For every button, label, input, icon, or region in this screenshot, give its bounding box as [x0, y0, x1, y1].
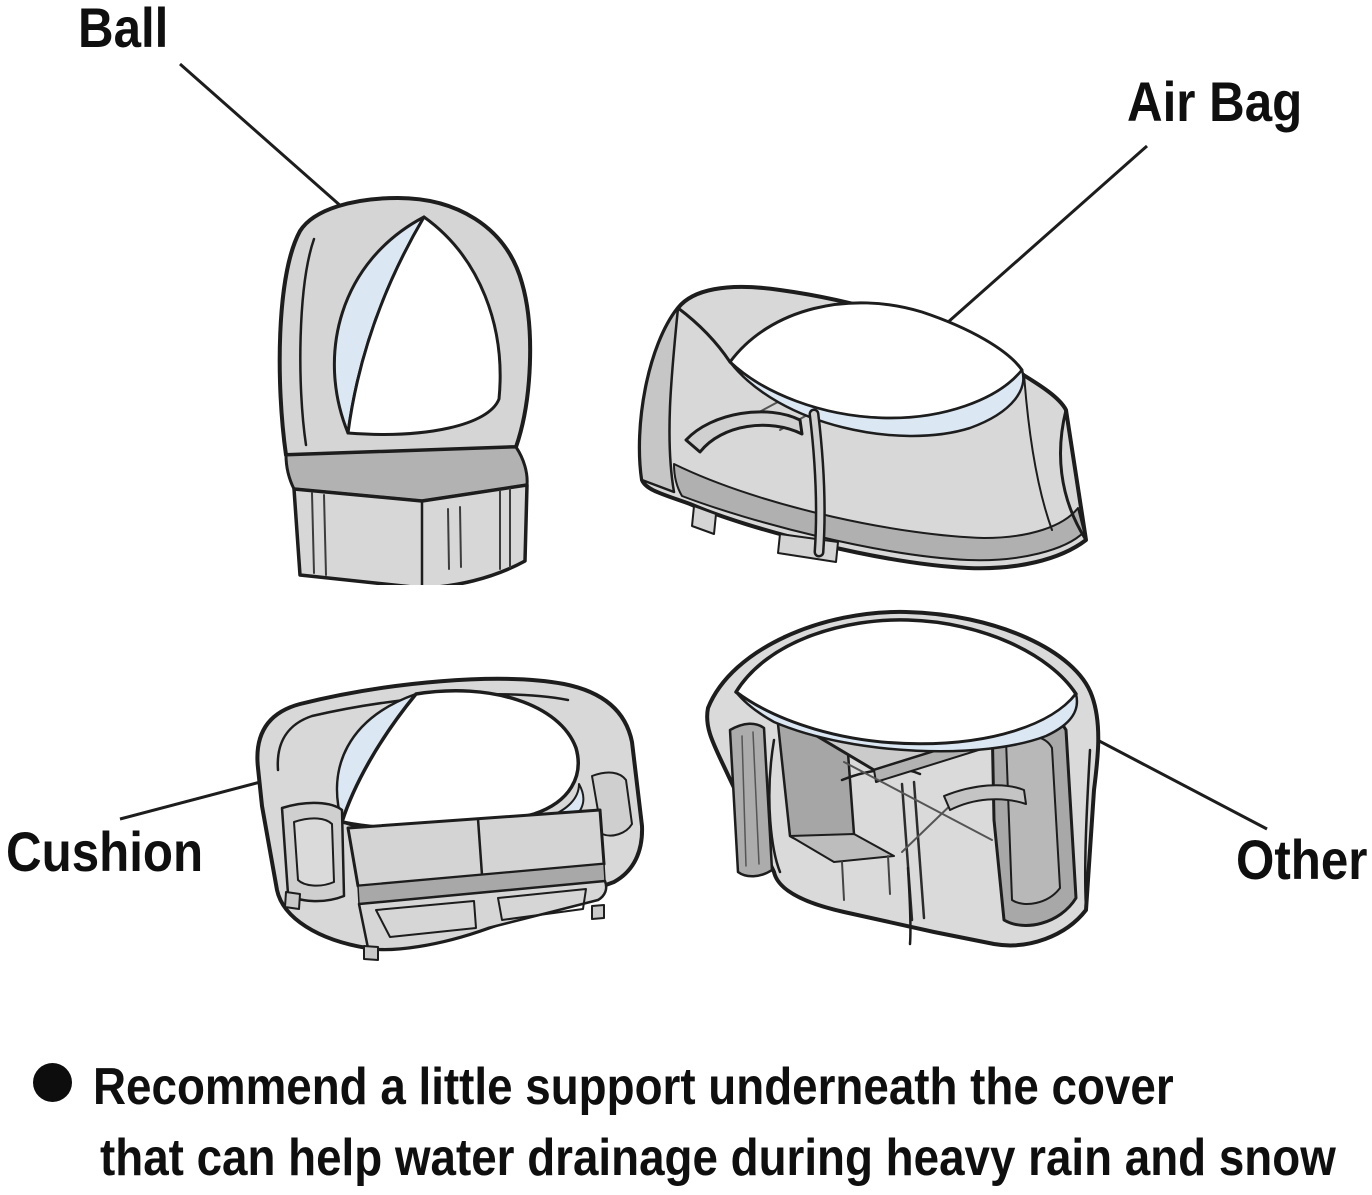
- label-other-text: Other: [1236, 828, 1368, 891]
- chair-cover-skirt: [292, 483, 529, 585]
- note-line-2-text: that can help water drainage during heav…: [100, 1129, 1336, 1187]
- note-line-2: that can help water drainage during heav…: [100, 1129, 1372, 1189]
- note-line-1: Recommend a little support underneath th…: [93, 1058, 1321, 1118]
- cover-dome-shadow: [734, 690, 1079, 753]
- loveseat-cover-skirt: [357, 879, 608, 951]
- chaise-cover-band: [673, 463, 1085, 562]
- loveseat-under-cover-illustration: [255, 676, 645, 961]
- chaise-armrest: [684, 410, 804, 454]
- label-ball: Ball: [78, 0, 181, 60]
- air-bag-shadow-shape: [728, 360, 1025, 438]
- chaise-strap: [811, 411, 824, 555]
- label-cushion-text: Cushion: [6, 820, 204, 883]
- dining-set-under-cover-illustration: [705, 609, 1101, 948]
- label-ball-text: Ball: [78, 0, 169, 59]
- chaise-lounge-under-cover-illustration: [637, 284, 1088, 571]
- label-cushion: Cushion: [6, 820, 230, 884]
- bullet-icon: [33, 1063, 72, 1102]
- dining-chair-left: [728, 722, 774, 878]
- ball-shape: [346, 215, 502, 436]
- label-air-bag-text: Air Bag: [1127, 70, 1303, 133]
- note-line-1-text: Recommend a little support underneath th…: [93, 1058, 1174, 1116]
- chair-under-cover-illustration: [277, 196, 533, 585]
- label-air-bag: Air Bag: [1127, 70, 1326, 134]
- label-other: Other: [1236, 828, 1372, 892]
